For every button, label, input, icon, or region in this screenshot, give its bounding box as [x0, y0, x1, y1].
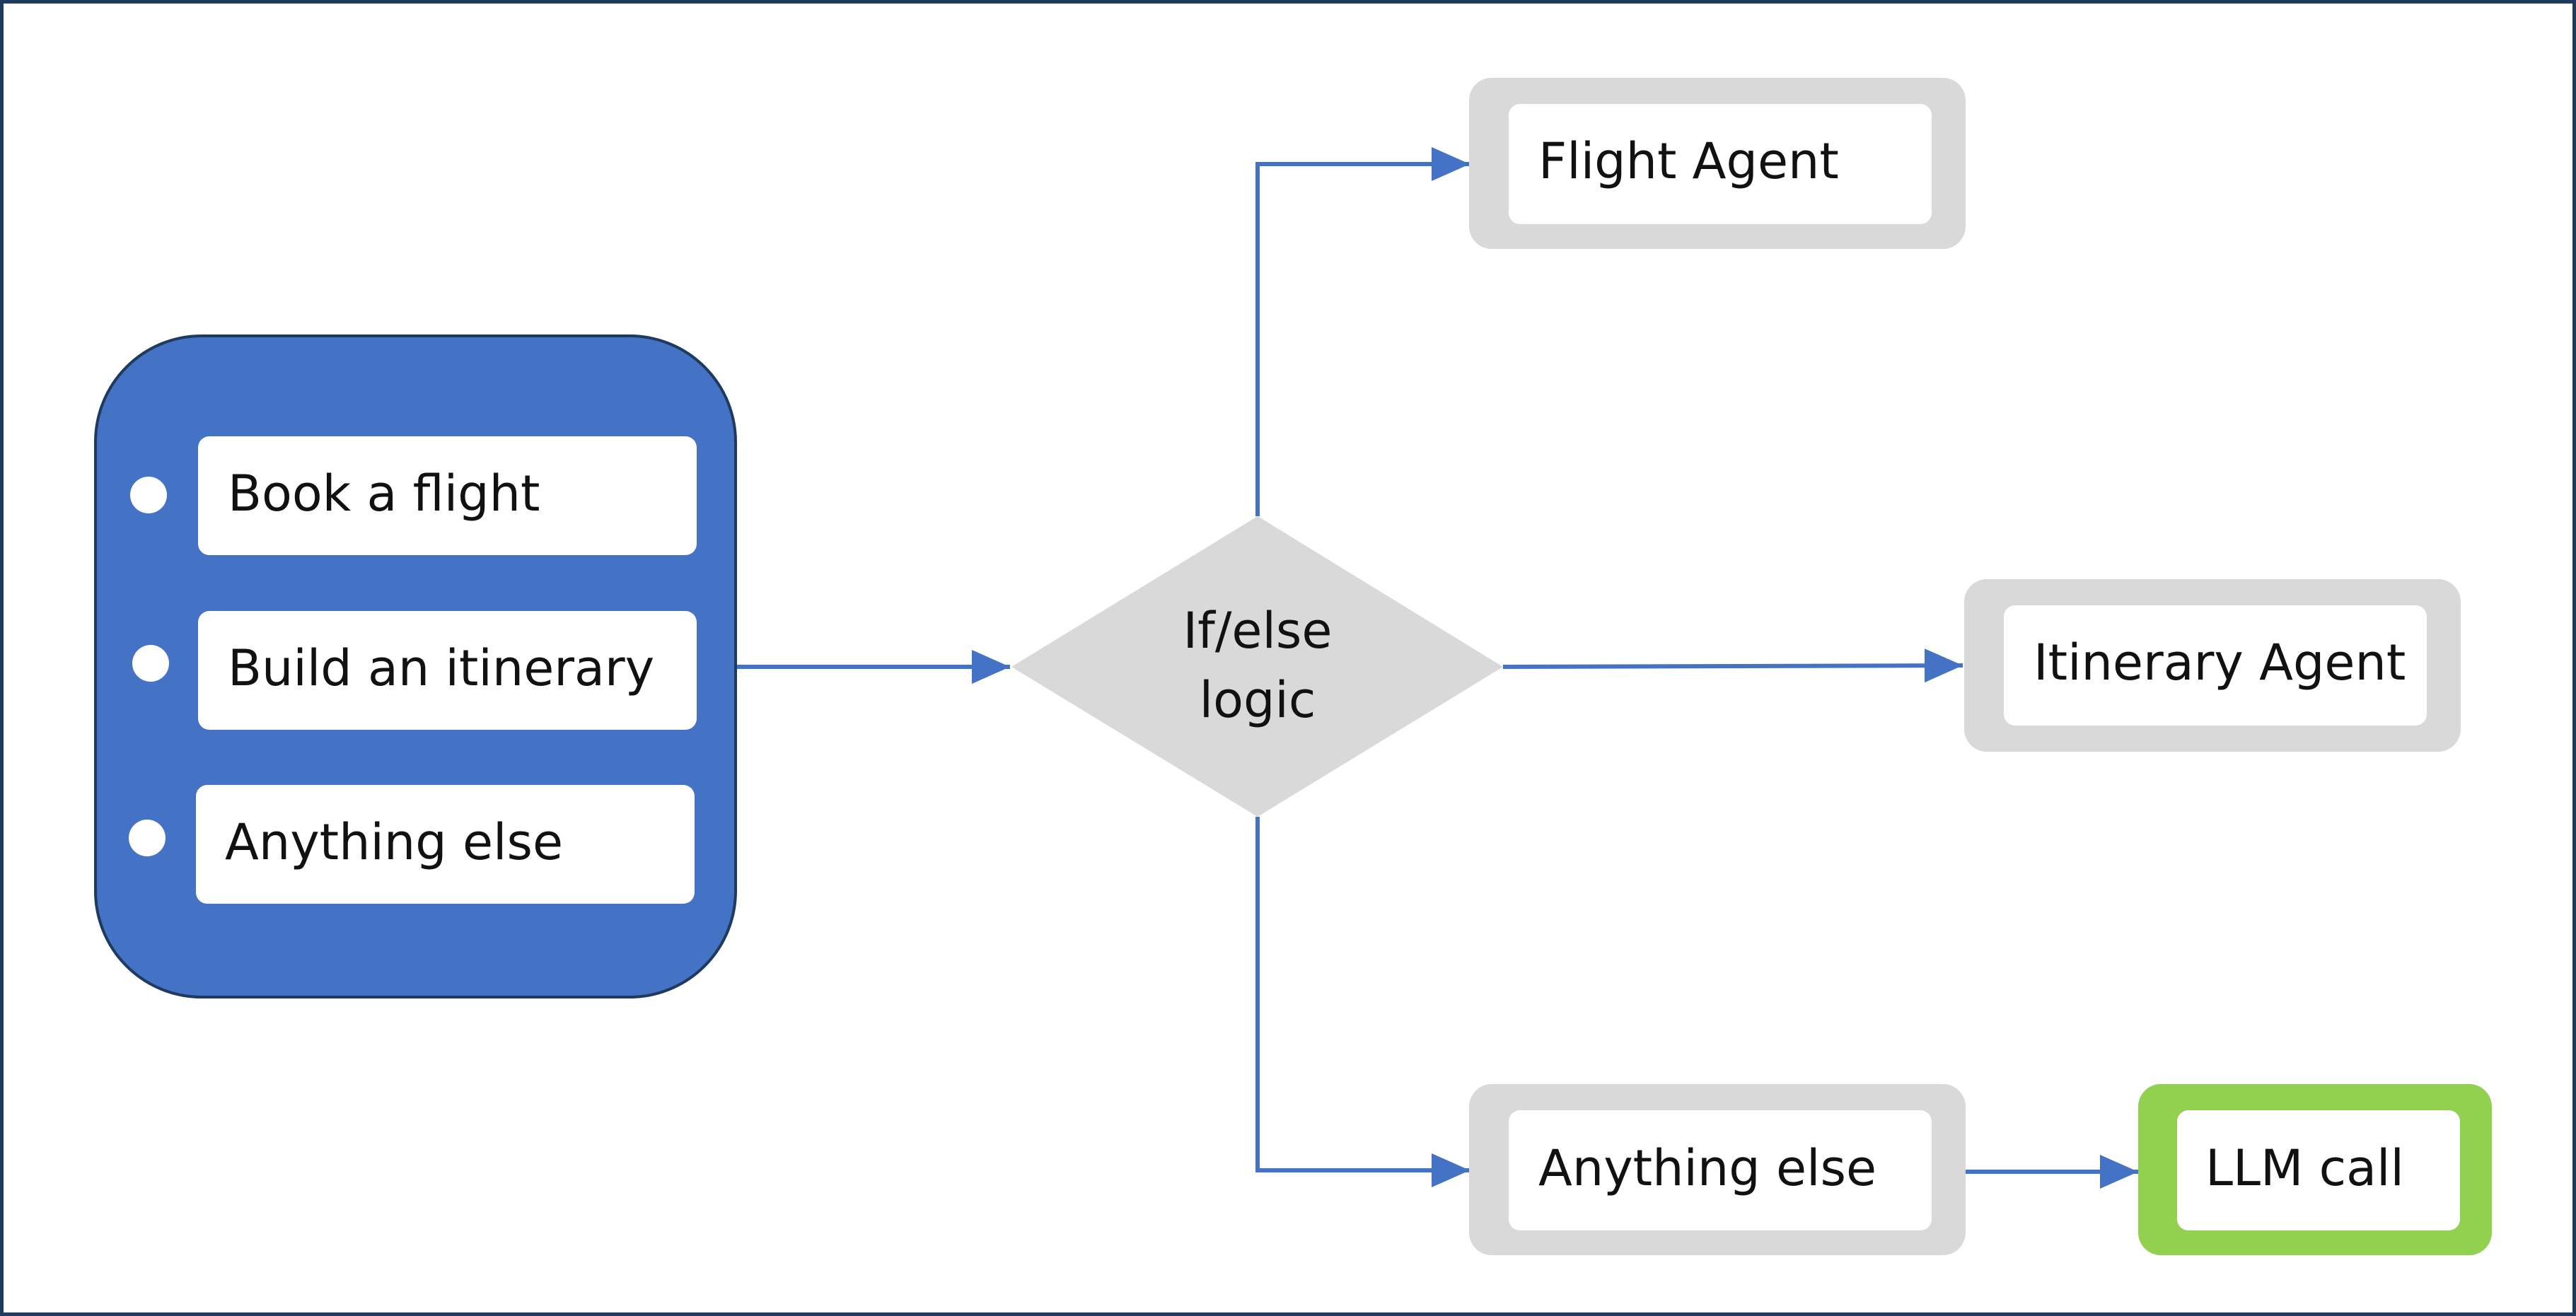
- anything-else-node: Anything else: [1469, 1084, 1966, 1255]
- flight-agent-node: Flight Agent: [1469, 78, 1966, 249]
- request-item-anything-else: Anything else: [129, 785, 695, 904]
- request-item-label: Build an itinerary: [228, 639, 654, 697]
- itinerary-agent-label: Itinerary Agent: [2033, 634, 2406, 692]
- request-item-box: [198, 611, 697, 730]
- request-item-label: Anything else: [225, 813, 563, 871]
- decision-label-line2: logic: [1200, 671, 1316, 729]
- bullet-icon: [129, 820, 166, 856]
- llm-call-label: LLM call: [2205, 1139, 2404, 1197]
- anything-else-label: Anything else: [1538, 1139, 1876, 1197]
- request-item-label: Book a flight: [228, 465, 540, 523]
- flight-agent-inner: [1509, 104, 1932, 224]
- llm-call-node: LLM call: [2138, 1084, 2492, 1255]
- request-item-build-itinerary: Build an itinerary: [132, 611, 697, 730]
- flight-agent-label: Flight Agent: [1538, 132, 1839, 190]
- arrow-decision-to-itinerary-agent: [1502, 648, 1963, 683]
- bullet-icon: [130, 477, 167, 513]
- llm-call-inner: [2177, 1110, 2460, 1230]
- request-item-box: [196, 785, 695, 904]
- itinerary-agent-node: Itinerary Agent: [1964, 579, 2461, 752]
- decision-diamond: [1011, 516, 1503, 817]
- itinerary-agent-inner: [2004, 605, 2427, 726]
- request-item-book-flight: Book a flight: [130, 436, 697, 555]
- request-types-panel: Book a flight Build an itinerary Anythin…: [94, 334, 737, 998]
- arrow-decision-to-anything-else: [1255, 817, 1470, 1187]
- decision-label-line1: If/else: [1183, 602, 1333, 660]
- bullet-icon: [132, 645, 169, 682]
- arrow-decision-to-flight-agent: [1255, 147, 1470, 516]
- anything-else-inner: [1509, 1110, 1932, 1230]
- request-item-box: [198, 436, 697, 555]
- decision-node: If/else logic: [1011, 516, 1503, 817]
